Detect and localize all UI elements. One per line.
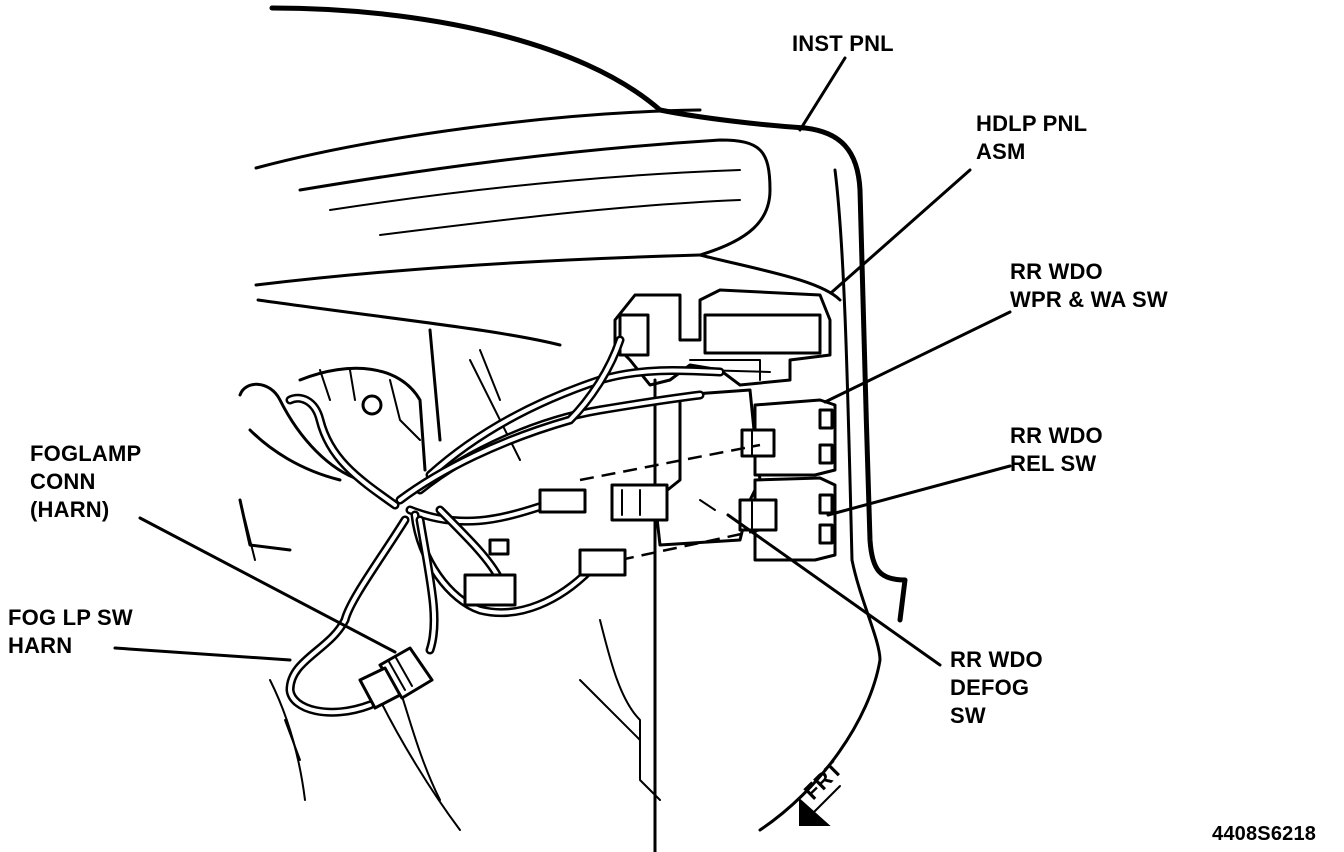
instrument-panel-outline bbox=[254, 5, 908, 832]
steering-column-area bbox=[238, 328, 521, 561]
label-rr-wdo-wpr-wa-sw: RR WDO WPR & WA SW bbox=[1010, 259, 1168, 312]
front-direction-arrow-icon bbox=[799, 785, 841, 826]
label-rr-wdo-defog-sw: RR WDO DEFOG SW bbox=[950, 647, 1043, 728]
hdlp-panel-asm bbox=[613, 288, 832, 852]
rr-wdo-rel-switch bbox=[738, 476, 837, 562]
connectors bbox=[358, 488, 627, 710]
dashed-connection-lines bbox=[579, 443, 761, 562]
figure-id: 4408S6218 bbox=[1212, 823, 1317, 845]
label-inst-pnl: INST PNL bbox=[792, 31, 894, 56]
rr-wdo-defog-switch bbox=[610, 483, 716, 522]
label-fog-lp-sw-harn: FOG LP SW HARN bbox=[8, 605, 133, 658]
label-hdlp-pnl-asm: HDLP PNL ASM bbox=[976, 111, 1088, 164]
label-rr-wdo-rel-sw: RR WDO REL SW bbox=[1010, 423, 1103, 476]
label-foglamp-conn-harn: FOGLAMP CONN (HARN) bbox=[30, 441, 142, 522]
leader-lines bbox=[113, 56, 1012, 667]
rr-wdo-wpr-wa-switch bbox=[740, 398, 837, 477]
